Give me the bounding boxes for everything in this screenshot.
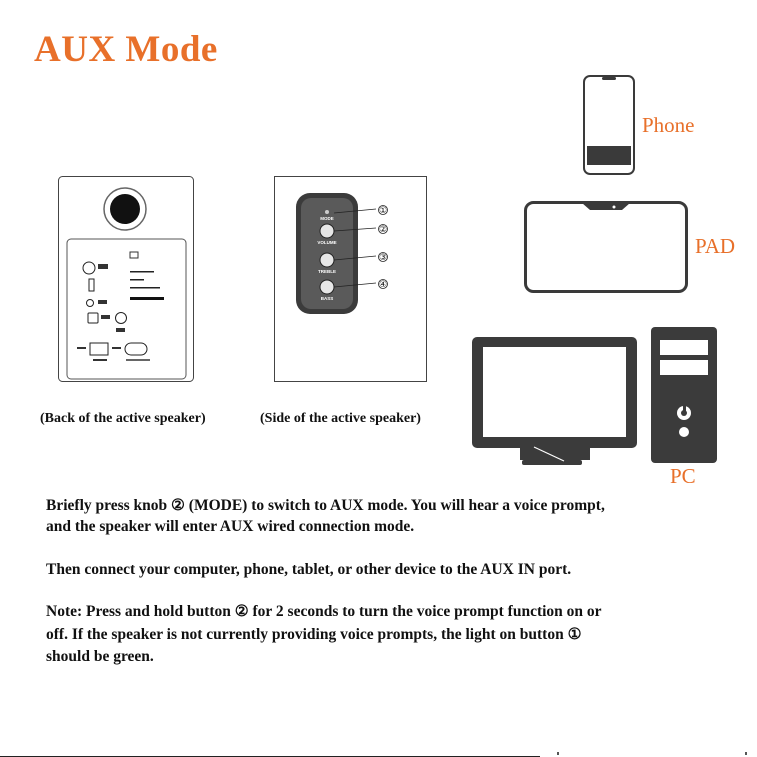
volume-knob — [319, 252, 335, 268]
mode-label: MODE — [320, 216, 334, 221]
phone-label: Phone — [642, 113, 695, 137]
callout-2: ② — [379, 225, 387, 235]
page-title: AUX Mode — [34, 29, 218, 70]
pc-label: PC — [670, 464, 696, 488]
speaker-back-illustration — [58, 176, 194, 382]
treble-label: TREBLE — [318, 269, 336, 274]
bass-label: BASS — [321, 296, 334, 301]
note-line-2: off. If the speaker is not currently pro… — [46, 626, 582, 643]
footer-mark-right — [745, 752, 747, 755]
speaker-side-illustration: MODE VOLUME TREBLE BASS ① ② ③ ④ — [274, 176, 427, 382]
side-caption: (Side of the active speaker) — [260, 411, 421, 426]
treble-knob — [319, 279, 335, 295]
mode-knob — [319, 223, 335, 239]
pad-label: PAD — [695, 234, 736, 258]
instruction-line-2: and the speaker will enter AUX wired con… — [46, 518, 415, 535]
note-line-1: Note: Press and hold button ② for 2 seco… — [46, 603, 602, 620]
instruction-line-3: Then connect your computer, phone, table… — [46, 561, 572, 578]
tablet-icon — [524, 201, 688, 293]
callout-3: ③ — [379, 253, 387, 263]
callout-4: ④ — [379, 280, 387, 290]
computer-icon — [472, 327, 717, 465]
footer-mark-left — [557, 752, 559, 755]
phone-icon — [583, 75, 635, 175]
instruction-line-1: Briefly press knob ② (MODE) to switch to… — [46, 497, 605, 514]
back-caption: (Back of the active speaker) — [40, 411, 206, 426]
volume-label: VOLUME — [317, 240, 336, 245]
note-line-3: should be green. — [46, 648, 154, 665]
callout-1: ① — [379, 206, 387, 216]
